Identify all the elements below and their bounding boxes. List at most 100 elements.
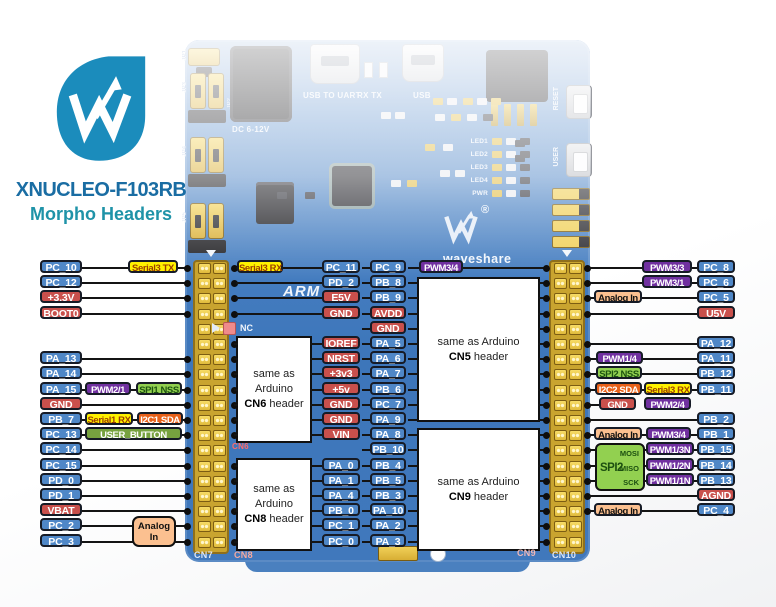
pin-label: PC_11: [322, 260, 360, 274]
pin-label: PC_1: [322, 518, 360, 532]
wire: [589, 419, 697, 421]
pin-label: PB_13: [697, 473, 735, 487]
wire: [236, 297, 324, 299]
junction-dot: [542, 294, 550, 302]
fn-label: PWM1/2N: [646, 458, 694, 472]
wire: [589, 434, 697, 436]
junction-dot: [542, 264, 550, 272]
cn6-silkscreen: CN6: [232, 442, 249, 451]
junction-dot: [542, 310, 550, 318]
junction-dot: [542, 446, 550, 454]
pin-label: PA_11: [697, 351, 735, 365]
pin-label: PB_1: [697, 427, 735, 441]
wire: [234, 373, 238, 375]
pin-label: PA_10: [370, 503, 406, 517]
pin-label: GND: [322, 412, 360, 426]
wire: [408, 297, 418, 299]
arrow-icon: [212, 323, 220, 333]
fn-label: PWM1/3N: [646, 442, 694, 456]
wire: [82, 510, 188, 512]
pin-label: PA_13: [40, 351, 82, 365]
fn-label: Serial1 RX: [85, 412, 133, 426]
junction-dot: [183, 522, 191, 530]
pin-label: VBAT: [40, 503, 82, 517]
wire: [234, 510, 238, 512]
brand-block: XNUCLEO-F103RB Morpho Headers: [8, 52, 194, 225]
fn-label: PWM1/4: [596, 351, 643, 365]
junction-dot: [183, 477, 191, 485]
wire: [408, 358, 418, 360]
cn10-silkscreen: CN10: [552, 550, 577, 560]
fn-label: SPI1 NSS: [136, 382, 182, 396]
wire: [408, 313, 418, 315]
junction-dot: [183, 355, 191, 363]
junction-dot: [542, 325, 550, 333]
fn-label: SPI2 NSS: [596, 366, 642, 380]
pin-label: PA_12: [697, 336, 735, 350]
pin-label: PC_8: [697, 260, 735, 274]
fn-label: Serial3 RX: [237, 260, 283, 274]
analog-in-box: Analog In: [132, 516, 176, 547]
spi2-title: SPI2: [600, 462, 623, 474]
junction-dot: [542, 386, 550, 394]
junction-dot: [542, 416, 550, 424]
fn-label: Analog In: [594, 427, 642, 441]
pin-label: E5V: [322, 290, 360, 304]
wire: [82, 419, 188, 421]
wire: [234, 465, 238, 467]
junction-dot: [183, 416, 191, 424]
pin-label: PB_3: [370, 488, 406, 502]
wire: [589, 358, 697, 360]
pin-label: PB_6: [370, 382, 406, 396]
wire: [408, 541, 418, 543]
nc-pad: [223, 321, 236, 335]
fn-label: PWM2/1: [85, 382, 131, 396]
wire: [82, 297, 188, 299]
pin-label: PB_9: [370, 290, 406, 304]
junction-dot: [542, 355, 550, 363]
pin-label: PC_3: [40, 534, 82, 548]
junction-dot: [542, 538, 550, 546]
wire: [82, 449, 188, 451]
wire: [408, 510, 418, 512]
junction-dot: [542, 477, 550, 485]
junction-dot: [183, 370, 191, 378]
pin-label: GND: [370, 321, 406, 335]
pin-label: IOREF: [322, 336, 360, 350]
analog-in-line2: In: [149, 532, 159, 543]
fn-label: USER_BUTTON: [85, 427, 182, 441]
spi2-box: SPI2 MOSI MISO SCK: [595, 443, 645, 491]
pin-label: PA_5: [370, 336, 406, 350]
pin-label: PB_2: [697, 412, 735, 426]
junction-dot: [183, 462, 191, 470]
junction-dot: [183, 401, 191, 409]
pin-label: PC_7: [370, 397, 406, 411]
fn-label: PWM1/1N: [646, 473, 694, 487]
pin-label: PA_14: [40, 366, 82, 380]
pin-label: PA_15: [40, 382, 82, 396]
junction-dot: [542, 279, 550, 287]
nc-label: NC: [240, 323, 253, 333]
pin-label: PB_4: [370, 458, 406, 472]
wire: [589, 313, 697, 315]
pin-label: PC_12: [40, 275, 82, 289]
junction-dot: [183, 310, 191, 318]
pin-label: BOOT0: [40, 306, 82, 320]
pin-label: PC_9: [370, 260, 406, 274]
pin-label: PA_8: [370, 427, 406, 441]
wire: [408, 419, 418, 421]
pin-label: PD_0: [40, 473, 82, 487]
pin-label: GND: [40, 397, 82, 411]
fn-label: Analog In: [594, 503, 642, 517]
wire: [82, 389, 188, 391]
pin-label: PB_0: [322, 503, 360, 517]
junction-dot: [542, 462, 550, 470]
wire: [82, 495, 188, 497]
pin-label: PA_6: [370, 351, 406, 365]
fn-label: Serial3 RX: [644, 382, 692, 396]
pin-label: PC_5: [697, 290, 735, 304]
junction-dot: [183, 431, 191, 439]
analog-in-line1: Analog: [137, 521, 171, 532]
wire: [234, 389, 238, 391]
